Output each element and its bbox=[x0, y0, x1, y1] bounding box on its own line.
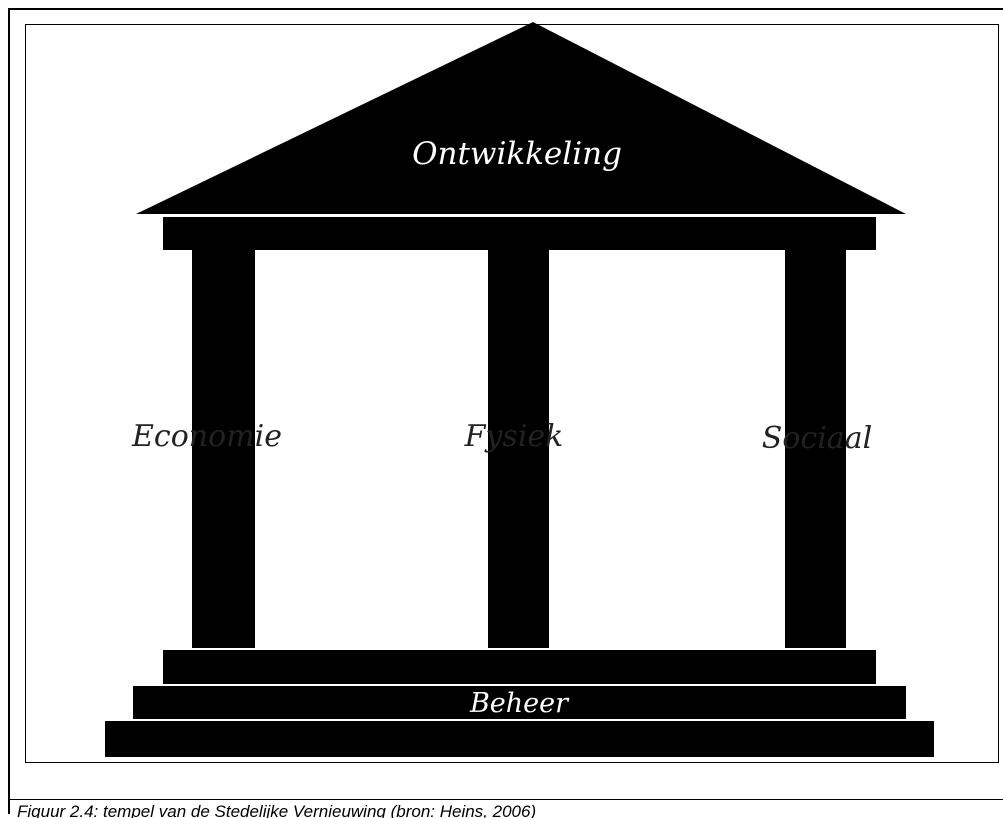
temple-step-bottom bbox=[105, 721, 934, 757]
base-label: Beheer bbox=[469, 688, 570, 719]
temple-roof bbox=[136, 22, 906, 214]
pillar-economie bbox=[192, 250, 255, 648]
caption-rule bbox=[8, 799, 1003, 800]
roof-label: Ontwikkeling bbox=[412, 136, 622, 172]
outer-frame bbox=[8, 8, 1003, 814]
temple-step-middle bbox=[133, 686, 906, 719]
temple-architrave bbox=[163, 217, 876, 250]
pillar-sociaal bbox=[785, 250, 846, 648]
pillar-label-fysiek: Fysiek bbox=[464, 419, 564, 454]
temple-step-top bbox=[163, 650, 876, 684]
pillar-fysiek bbox=[488, 250, 549, 648]
pillar-label-sociaal: Sociaal bbox=[762, 421, 872, 456]
figure-frame bbox=[25, 24, 999, 763]
pillar-label-economie: Economie bbox=[131, 419, 282, 454]
figure-caption: Figuur 2.4: tempel van de Stedelijke Ver… bbox=[17, 802, 537, 818]
